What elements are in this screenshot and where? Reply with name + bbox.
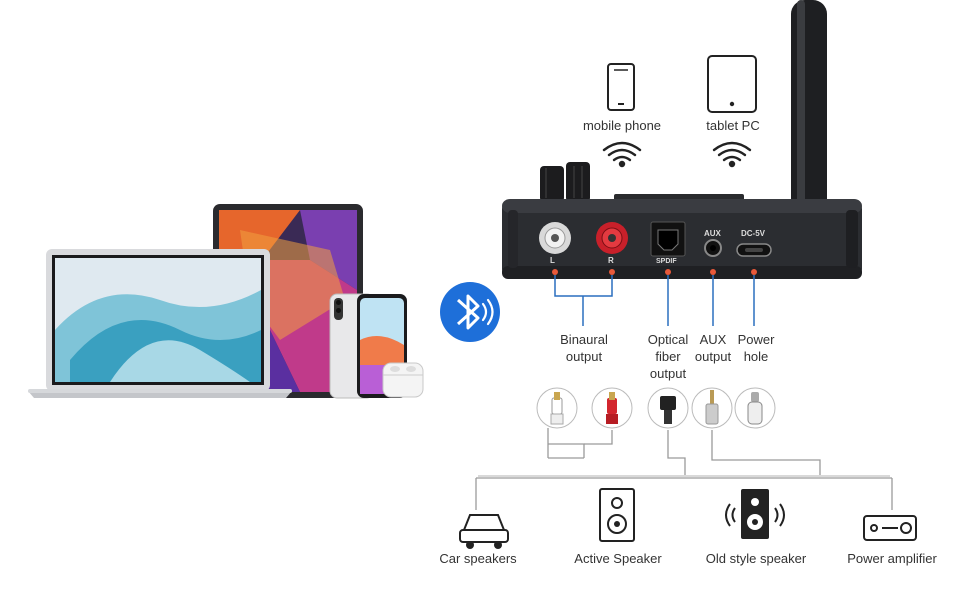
amplifier-icon: [863, 515, 917, 541]
car-speakers-label: Car speakers: [439, 551, 517, 566]
laptop-image: [28, 249, 292, 398]
old-style-speaker-label: Old style speaker: [705, 551, 807, 566]
port-label-r: R: [608, 256, 614, 265]
port-label-spdif: SPDIF: [656, 258, 677, 265]
old-speaker-icon: [725, 489, 785, 539]
red-rca-plug-icon: [591, 387, 633, 429]
port-dots: [552, 269, 757, 275]
car-icon: [459, 514, 509, 549]
optical-output-label: Optical fiber output: [647, 332, 689, 381]
active-speaker-icon: [599, 488, 635, 542]
port-label-aux: AUX: [704, 229, 721, 238]
spdif-port: [650, 221, 686, 257]
mobile-phone-label: mobile phone: [582, 118, 662, 133]
aux-plug-icon: [691, 387, 733, 429]
usb-c-plug-icon: [734, 387, 776, 429]
active-speaker-label: Active Speaker: [574, 551, 662, 566]
wifi-signal-icon-2: [712, 141, 752, 168]
aux-port: [704, 239, 722, 257]
rca-left-port: [539, 222, 571, 254]
antenna: [791, 0, 827, 262]
tablet-icon: [707, 55, 757, 113]
dc-port: [736, 243, 772, 257]
power-amplifier-label: Power amplifier: [847, 551, 937, 566]
power-hole-label: Power hole: [737, 332, 775, 364]
tablet-label: tablet PC: [706, 118, 760, 133]
mobile-phone-icon: [607, 63, 635, 111]
binaural-output-label: Binaural output: [560, 332, 608, 364]
white-rca-plug-icon: [536, 387, 578, 429]
port-label-dc: DC-5V: [741, 229, 766, 238]
optical-plug-icon: [647, 387, 689, 429]
wifi-signal-icon: [602, 141, 642, 168]
aux-output-label: AUX output: [694, 332, 732, 364]
airpods-image: [382, 362, 424, 398]
rca-right-port: [596, 222, 628, 254]
port-label-l: L: [550, 256, 555, 265]
